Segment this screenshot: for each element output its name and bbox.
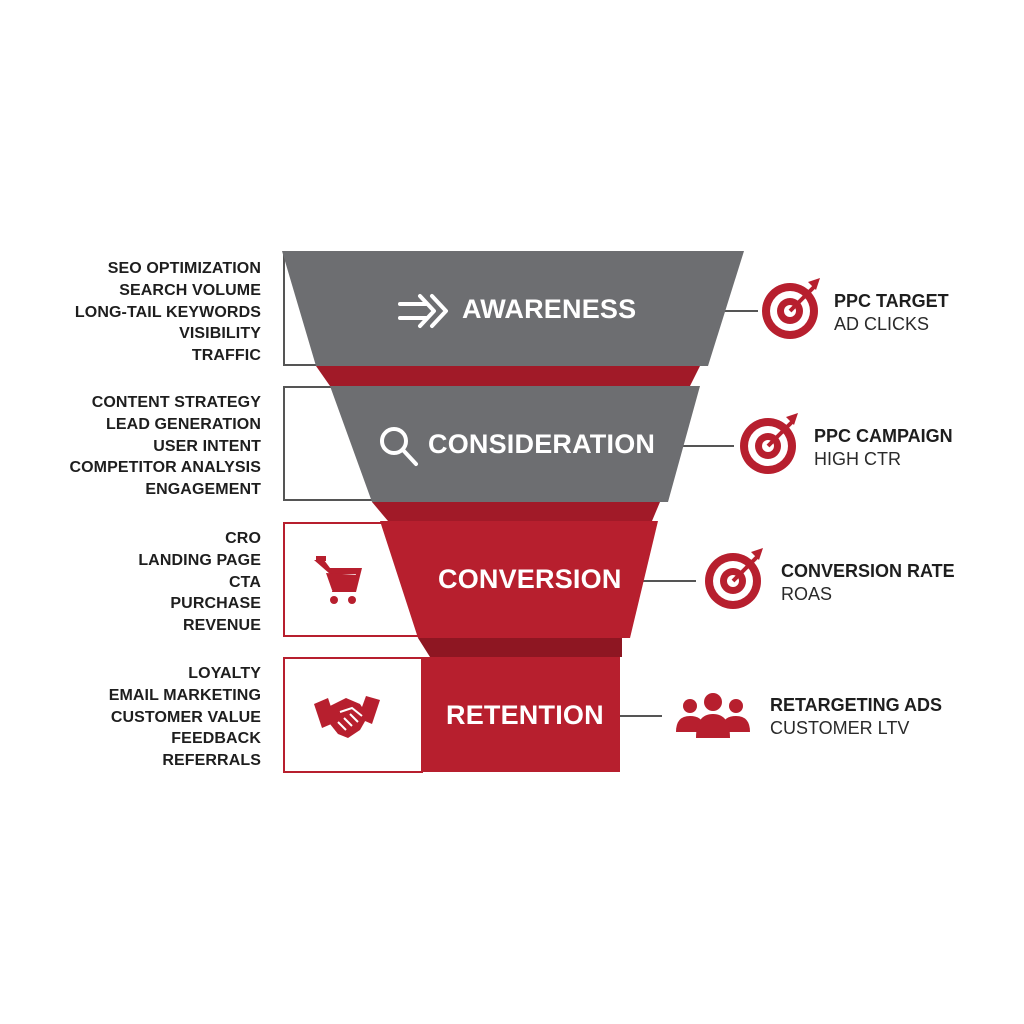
stage-title-conversion: CONVERSION <box>438 564 622 594</box>
metric-title: PPC TARGET <box>834 291 949 311</box>
keyword-item: USER INTENT <box>153 437 261 455</box>
metric-subtitle: ROAS <box>781 584 833 604</box>
keyword-item: CRO <box>225 530 261 547</box>
keyword-item: FEEDBACK <box>171 730 261 748</box>
keyword-item: COMPETITOR ANALYSIS <box>69 459 261 477</box>
shopping-cart-icon <box>314 556 362 604</box>
keyword-item: SEO OPTIMIZATION <box>107 260 261 277</box>
funnel-band-1 <box>316 366 700 386</box>
keyword-item: LONG-TAIL KEYWORDS <box>74 303 261 321</box>
keyword-item: CTA <box>229 573 261 591</box>
metric-subtitle: CUSTOMER LTV <box>770 718 910 738</box>
metric-subtitle: HIGH CTR <box>814 449 901 469</box>
keyword-item: SEARCH VOLUME <box>119 281 261 299</box>
funnel-band-3 <box>418 638 622 657</box>
people-group-icon <box>676 693 750 738</box>
keyword-item: REVENUE <box>182 617 261 635</box>
metric-title: PPC CAMPAIGN <box>814 426 953 446</box>
metric-awareness: PPC TARGET AD CLICKS <box>834 290 949 336</box>
metric-retention: RETARGETING ADS CUSTOMER LTV <box>770 694 942 740</box>
funnel-band-2 <box>372 502 660 521</box>
funnel-stage-retention <box>422 657 620 772</box>
keyword-item: ENGAGEMENT <box>145 481 261 499</box>
keyword-item: VISIBILITY <box>179 325 261 343</box>
outline-box-awareness <box>283 251 316 366</box>
keyword-item: TRAFFIC <box>191 347 261 365</box>
stage-title-consideration: CONSIDERATION <box>428 429 656 459</box>
keyword-item: CUSTOMER VALUE <box>110 708 261 726</box>
keyword-item: PURCHASE <box>170 595 261 613</box>
keyword-item: LANDING PAGE <box>138 551 261 569</box>
metric-conversion: CONVERSION RATE ROAS <box>781 560 955 606</box>
metric-title: CONVERSION RATE <box>781 561 955 581</box>
keyword-item: REFERRALS <box>162 752 261 770</box>
keyword-list-awareness: SEO OPTIMIZATION SEARCH VOLUME LONG-TAIL… <box>75 258 261 367</box>
keyword-list-consideration: CONTENT STRATEGY LEAD GENERATION USER IN… <box>69 392 261 501</box>
funnel-stage-conversion <box>380 521 658 638</box>
keyword-item: LEAD GENERATION <box>106 415 261 433</box>
double-arrow-icon <box>398 294 448 328</box>
funnel-stage-awareness <box>282 251 744 366</box>
metric-consideration: PPC CAMPAIGN HIGH CTR <box>814 425 953 471</box>
metric-title: RETARGETING ADS <box>770 695 943 715</box>
metric-subtitle: AD CLICKS <box>834 314 930 334</box>
stage-title-awareness: AWARENESS <box>462 294 637 324</box>
funnel-stage-consideration <box>330 386 700 502</box>
handshake-icon <box>314 696 380 738</box>
keyword-list-retention: LOYALTY EMAIL MARKETING CUSTOMER VALUE F… <box>109 663 261 772</box>
keyword-item: EMAIL MARKETING <box>108 686 261 704</box>
keyword-item: LOYALTY <box>188 665 261 682</box>
target-icon <box>740 413 798 474</box>
search-icon <box>380 427 418 466</box>
keyword-list-conversion: CRO LANDING PAGE CTA PURCHASE REVENUE <box>138 528 261 637</box>
target-icon <box>762 278 820 339</box>
target-icon <box>705 548 763 609</box>
stage-title-retention: RETENTION <box>446 700 604 730</box>
keyword-item: CONTENT STRATEGY <box>91 394 261 411</box>
